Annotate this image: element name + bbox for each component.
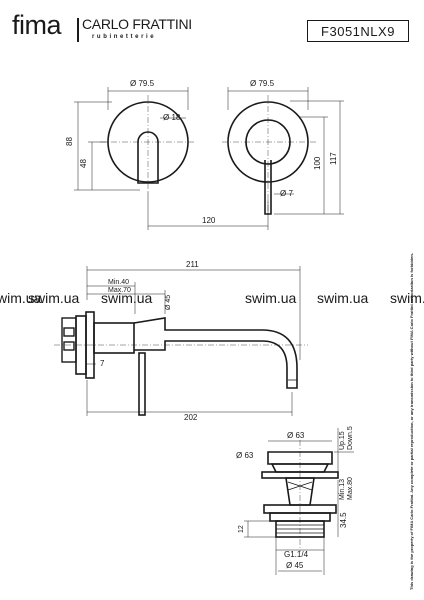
watermark-4: swim.ua [245, 290, 297, 306]
watermark-6: swim.ua [390, 290, 424, 306]
waste-diameter-45: Ø 45 [286, 561, 304, 570]
front-height-48: 48 [79, 159, 88, 168]
waste-diameter-63-left: Ø 63 [236, 451, 254, 460]
property-notice: This drawing is the property of FIMA Car… [409, 253, 414, 590]
product-code: F3051NLX9 [307, 20, 409, 42]
side-length-202: 202 [184, 413, 198, 422]
waste-height-345: 34.5 [339, 512, 348, 528]
lever-view: Ø 79.5 Ø 7 100 117 [222, 79, 344, 216]
waste-min13: Min.13 [339, 479, 346, 500]
front-plate-diameter: Ø 79.5 [130, 79, 155, 88]
brand-fima: fima [12, 10, 62, 40]
brand-divider [77, 18, 79, 42]
brand-subtitle: rubinetterie [92, 34, 157, 40]
side-length-211: 211 [186, 260, 199, 269]
waste-thread: G1.1/4 [284, 550, 309, 559]
lever-height-100: 100 [313, 156, 322, 170]
waste-max80: Max.80 [347, 477, 354, 500]
brand-name: CARLO FRATTINI [82, 16, 192, 32]
waste-diameter-63-top: Ø 63 [287, 431, 305, 440]
side-diameter-45: Ø 45 [165, 295, 172, 310]
side-dim-7: 7 [100, 359, 105, 368]
front-view: Ø 79.5 Ø 18 88 48 120 [65, 79, 269, 230]
watermark-1: swim.ua [0, 290, 42, 306]
front-height-88: 88 [65, 137, 74, 146]
waste-down5: Down.5 [347, 426, 354, 450]
waste-height-12: 12 [238, 525, 245, 533]
lever-plate-diameter: Ø 79.5 [250, 79, 275, 88]
side-max70: Max.70 [108, 287, 131, 294]
front-spout-diameter: Ø 18 [163, 113, 181, 122]
watermark-3: swim.ua [101, 290, 153, 306]
waste-up15: Up.15 [339, 431, 346, 450]
lever-diameter: Ø 7 [280, 189, 293, 198]
front-width-120: 120 [202, 216, 216, 225]
side-min40: Min.40 [108, 279, 129, 286]
watermark-5: swim.ua [317, 290, 369, 306]
lever-height-117: 117 [329, 152, 338, 165]
side-view: 211 Min.40 Max.70 Ø 45 [54, 260, 308, 422]
watermark-2: swim.ua [28, 290, 80, 306]
waste-view: Ø 63 Ø 63 Up.15 Down.5 Min.13 Max.80 34.… [236, 426, 354, 575]
